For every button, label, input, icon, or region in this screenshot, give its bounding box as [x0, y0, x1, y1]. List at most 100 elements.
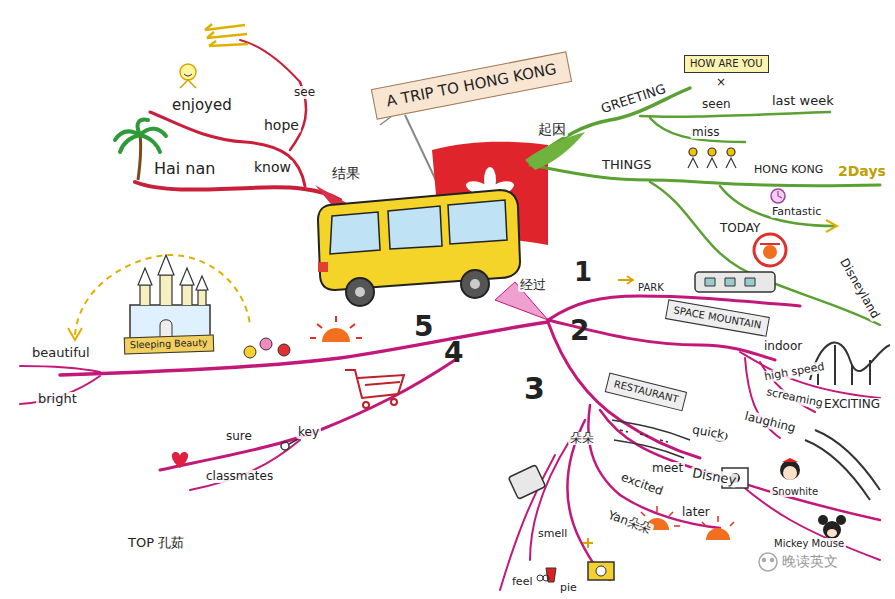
clock-icon [771, 189, 785, 203]
branch-word: know [252, 160, 293, 175]
sun-rays-icon-part [322, 328, 350, 342]
snow-white-icon-part [780, 460, 800, 480]
node-text: Sleeping Beauty [130, 337, 208, 351]
branch-word: meet [650, 462, 685, 475]
sun-stamp-icon [754, 234, 786, 266]
mickey-icon-part [818, 515, 828, 525]
sun-rays-icon-part [310, 316, 362, 338]
key-icon-part [281, 442, 289, 450]
cart-icon-part [363, 402, 369, 408]
flowers-icon-part [260, 338, 272, 350]
bus-illustration-part [461, 270, 489, 298]
branch-word: 起因 [536, 122, 568, 137]
smile-face-icon [180, 64, 196, 88]
node-text: A TRIP TO HONG KONG [385, 60, 558, 111]
arrow-head [826, 220, 837, 232]
train-icon-part [705, 278, 755, 286]
bus-illustration-part [318, 262, 328, 272]
road-icon [612, 420, 690, 458]
callout-number: 3 [522, 372, 547, 405]
process-branch-part [600, 410, 880, 520]
sign-board: Sleeping Beauty [124, 334, 214, 354]
sign-board: RESTAURANT [605, 373, 687, 411]
branch-word: classmates [204, 470, 275, 483]
sun-stamp-icon-part [760, 243, 780, 245]
branch-word: 朵朵 [568, 432, 596, 445]
node-text: SPACE MOUNTAIN [673, 304, 762, 330]
key-icon [281, 438, 300, 450]
branch-word: indoor [762, 340, 804, 353]
green-wedge [525, 132, 585, 170]
arrows-icon [205, 24, 248, 46]
road-icon-part [620, 430, 668, 442]
branch-word: hope [262, 118, 301, 133]
heart-icon [172, 452, 188, 468]
green-wedge-part [525, 132, 585, 170]
bus-illustration-part [318, 190, 520, 290]
phone-icon-part [508, 465, 545, 499]
people-icon-part [707, 158, 717, 168]
watermark-icon [759, 553, 777, 571]
smile-face-icon-part [184, 74, 192, 76]
branch-word: key [296, 426, 321, 439]
camera-icon [588, 562, 614, 580]
cart-icon-part [345, 370, 404, 398]
flower-small-icon-part [537, 575, 543, 581]
cause-branch-part [640, 112, 830, 117]
branch-word: enjoyed [170, 97, 234, 114]
branch-word: screaming [763, 386, 825, 411]
branch-word: HONG KONG [752, 164, 825, 176]
cause-branch [530, 88, 880, 325]
branch-word: seen [700, 98, 733, 111]
watermark-icon-part [771, 559, 774, 562]
camera-icon-part [588, 562, 614, 580]
result-branch-part [240, 40, 300, 82]
camera-icon-part [596, 566, 606, 576]
process-branch-part [20, 366, 100, 372]
train-icon-part [695, 272, 775, 292]
people-icon-part [726, 158, 736, 168]
branch-word: TODAY [718, 222, 762, 235]
plus-icon-part [583, 538, 593, 548]
watermark-icon-part [763, 559, 766, 562]
branch-word: Disneyland [836, 255, 883, 323]
branch-word: miss [690, 126, 722, 139]
heart-icon-part [172, 452, 188, 468]
branch-word: Snowhite [770, 486, 820, 497]
branch-word: sure [224, 430, 254, 443]
branch-word: last week [770, 94, 836, 108]
people-icon-part [708, 148, 716, 156]
flower-small-icon-part [543, 575, 549, 581]
cart-icon-part [365, 382, 400, 385]
clock-icon-part [771, 189, 785, 203]
process-branch-part [740, 484, 880, 560]
callout-number: 1 [572, 258, 594, 287]
snow-white-icon-part [782, 458, 798, 462]
arrows-icon-part [205, 24, 216, 46]
people-icon [688, 148, 736, 168]
process-branch-part [500, 455, 555, 590]
node-text: RESTAURANT [613, 378, 680, 405]
callout-number: 2Days [836, 164, 888, 179]
branch-word: TOP 孔茹 [126, 536, 186, 550]
branch-word: THINGS [600, 158, 654, 172]
callout-number: 2 [568, 316, 591, 347]
castle-icon-part [138, 255, 208, 290]
bus-illustration [318, 190, 520, 306]
branch-word: Yan朵朵 [604, 508, 654, 537]
branch-word: quick [689, 423, 727, 442]
train-icon [695, 272, 775, 292]
branch-word: 晚读英文 [780, 554, 840, 569]
dashed-arc-part [68, 328, 82, 340]
branch-word: 经过 [518, 278, 548, 292]
sun-icon-part [706, 528, 730, 540]
title-banner: A TRIP TO HONG KONG [371, 51, 572, 120]
watermark-icon-part [759, 553, 777, 571]
branch-word: smell [536, 528, 569, 540]
flower-small-icon [537, 575, 549, 581]
process-branch-part [190, 440, 300, 490]
arrows-icon-part [205, 25, 248, 46]
node-text: HOW ARE YOU [690, 58, 763, 69]
branch-word: Mickey Mouse [772, 538, 846, 549]
sign-board: SPACE MOUNTAIN [665, 299, 770, 336]
